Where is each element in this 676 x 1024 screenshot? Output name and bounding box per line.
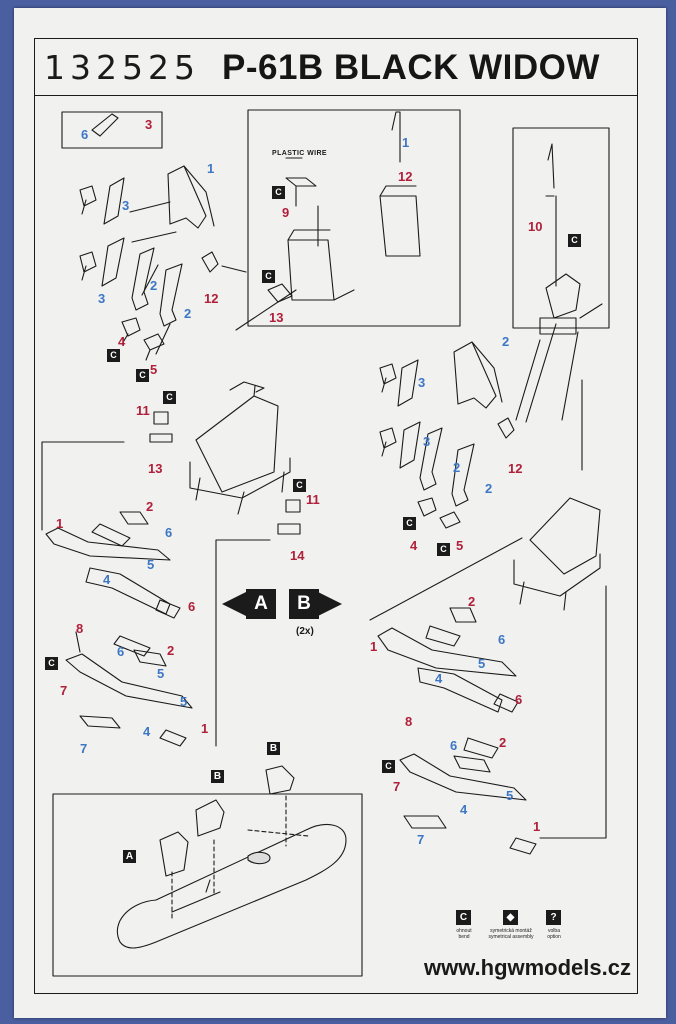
part-number-3: 3	[145, 117, 153, 132]
part-number-5: 5	[506, 788, 514, 803]
symmetric-assembly-icon: ◆	[503, 910, 518, 925]
legend-option-line1: volba	[548, 928, 560, 934]
marker-a-small: A	[123, 850, 136, 863]
part-number-3: 3	[98, 291, 106, 306]
part-number-2: 2	[485, 481, 493, 496]
option-icon: ?	[546, 910, 561, 925]
bend-icon: C	[382, 760, 395, 773]
part-number-4: 4	[410, 538, 418, 553]
marker-b-small: B	[267, 742, 280, 755]
part-number-1: 1	[56, 516, 64, 531]
option-box	[61, 111, 163, 149]
part-number-1: 1	[533, 819, 541, 834]
part-number-3: 3	[423, 434, 431, 449]
part-number-13: 13	[148, 461, 163, 476]
part-number-7: 7	[417, 832, 425, 847]
part-number-4: 4	[460, 802, 468, 817]
part-number-9: 9	[282, 205, 290, 220]
part-number-5: 5	[157, 666, 165, 681]
header-divider	[34, 95, 638, 96]
legend-bend-line2: bend	[458, 934, 470, 940]
part-number-7: 7	[393, 779, 401, 794]
legend-option: volba option	[519, 928, 589, 940]
part-number-6: 6	[81, 127, 89, 142]
part-number-2: 2	[502, 334, 510, 349]
product-code: 132525	[44, 48, 200, 87]
part-number-5: 5	[180, 694, 188, 709]
instruction-sheet	[14, 8, 666, 1018]
part-number-7: 7	[60, 683, 68, 698]
part-number-2: 2	[499, 735, 507, 750]
part-number-4: 4	[118, 334, 126, 349]
part-number-5: 5	[456, 538, 464, 553]
part-number-2: 2	[146, 499, 154, 514]
part-number-10: 10	[528, 219, 543, 234]
part-number-2: 2	[184, 306, 192, 321]
bend-icon: C	[136, 369, 149, 382]
bend-icon: C	[456, 910, 471, 925]
legend-option-line2: option	[547, 934, 561, 940]
bend-icon: C	[568, 234, 581, 247]
part-number-6: 6	[188, 599, 196, 614]
part-number-2: 2	[453, 460, 461, 475]
legend-symmetric: symetrická montáž symetrical assembly	[476, 928, 546, 940]
seat-b-detail-box	[512, 127, 610, 329]
part-number-6: 6	[117, 644, 125, 659]
part-number-1: 1	[201, 721, 209, 736]
part-number-6: 6	[450, 738, 458, 753]
part-number-3: 3	[418, 375, 426, 390]
plastic-wire-label: PLASTIC WIRE	[272, 150, 327, 157]
fuselage-box	[52, 793, 363, 977]
bend-icon: C	[403, 517, 416, 530]
part-number-1: 1	[207, 161, 215, 176]
part-number-11: 11	[306, 492, 320, 507]
bend-icon: C	[107, 349, 120, 362]
part-number-4: 4	[103, 572, 111, 587]
part-number-2: 2	[468, 594, 476, 609]
part-number-3: 3	[122, 198, 130, 213]
part-number-2: 2	[167, 643, 175, 658]
instruction-frame	[34, 38, 638, 994]
part-number-8: 8	[76, 621, 84, 636]
part-number-2: 2	[150, 278, 158, 293]
part-number-8: 8	[405, 714, 413, 729]
part-number-14: 14	[290, 548, 305, 563]
legend-symmetric-line1: symetrická montáž	[490, 928, 532, 934]
marker-b: B	[289, 589, 319, 619]
part-number-5: 5	[147, 557, 155, 572]
bend-icon: C	[437, 543, 450, 556]
part-number-4: 4	[143, 724, 151, 739]
part-number-1: 1	[402, 135, 410, 150]
quantity-label: (2x)	[296, 626, 314, 637]
part-number-6: 6	[498, 632, 506, 647]
part-number-7: 7	[80, 741, 88, 756]
part-number-11: 11	[136, 403, 150, 418]
part-number-6: 6	[515, 692, 523, 707]
part-number-6: 6	[165, 525, 173, 540]
part-number-13: 13	[269, 310, 284, 325]
kit-title: P-61B BLACK WIDOW	[222, 48, 600, 87]
part-number-12: 12	[398, 169, 413, 184]
marker-a: A	[246, 589, 276, 619]
bend-icon: C	[163, 391, 176, 404]
legend-bend: ohnout bend	[429, 928, 499, 940]
bend-icon: C	[262, 270, 275, 283]
bend-icon: C	[293, 479, 306, 492]
part-number-5: 5	[150, 362, 158, 377]
part-number-1: 1	[370, 639, 378, 654]
legend-symmetric-line2: symetrical assembly	[488, 934, 534, 940]
legend-bend-line1: ohnout	[456, 928, 472, 934]
part-number-12: 12	[508, 461, 523, 476]
website-url: www.hgwmodels.cz	[424, 955, 631, 980]
bend-icon: C	[272, 186, 285, 199]
part-number-4: 4	[435, 671, 443, 686]
part-number-5: 5	[478, 656, 486, 671]
seat-detail-box	[247, 109, 461, 327]
marker-b-small: B	[211, 770, 224, 783]
bend-icon: C	[45, 657, 58, 670]
part-number-12: 12	[204, 291, 219, 306]
